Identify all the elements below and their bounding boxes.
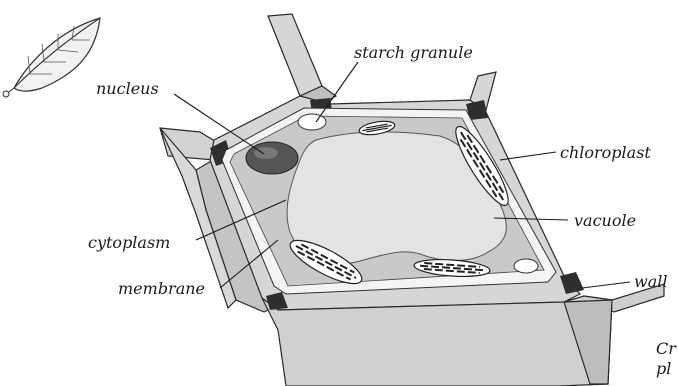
label-chloroplast: chloroplast — [560, 143, 651, 162]
label-cytoplasm: cytoplasm — [88, 233, 170, 252]
label-wall: wall — [634, 272, 667, 291]
label-starch-granule: starch granule — [354, 43, 473, 62]
label-membrane: membrane — [118, 279, 205, 298]
caption-line-2: pl — [656, 359, 671, 378]
label-nucleus: nucleus — [96, 79, 159, 98]
label-vacuole: vacuole — [574, 211, 636, 230]
caption-line-1: Cr — [656, 339, 677, 358]
leaf-icon — [3, 18, 100, 97]
